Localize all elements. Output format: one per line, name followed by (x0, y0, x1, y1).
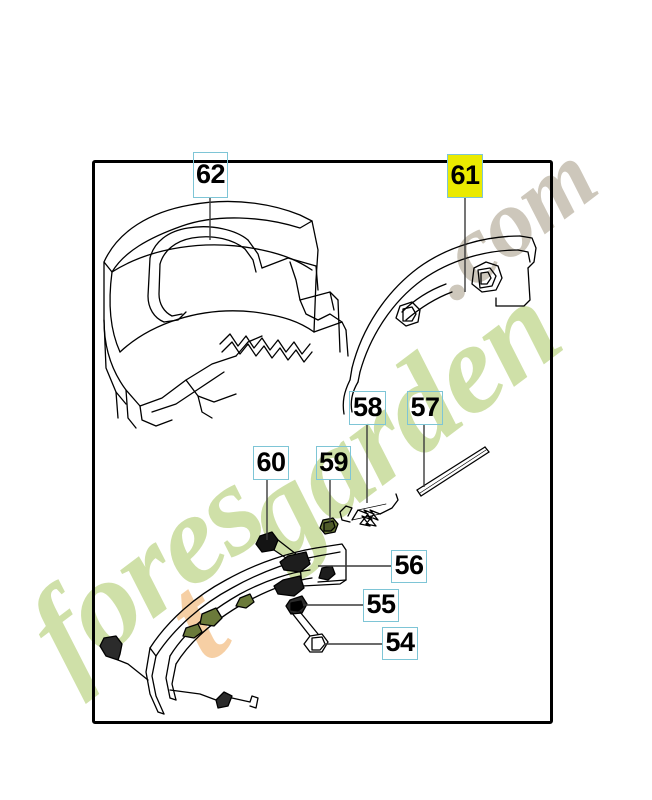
callout-label-62[interactable]: 62 (193, 152, 228, 198)
callout-58-number: 58 (352, 391, 383, 422)
callout-label-57[interactable]: 57 (407, 391, 443, 425)
callout-55-number: 55 (366, 589, 396, 619)
callout-label-54[interactable]: 54 (382, 627, 418, 660)
callout-60-number: 60 (256, 446, 286, 477)
callout-59-number: 59 (318, 446, 349, 477)
callout-label-60[interactable]: 60 (253, 446, 289, 480)
callout-label-59[interactable]: 59 (316, 446, 351, 480)
callout-61-number: 61 (450, 159, 480, 190)
callout-label-55[interactable]: 55 (363, 589, 399, 622)
diagram-frame (92, 160, 553, 724)
callout-54-number: 54 (385, 627, 415, 657)
callout-label-61[interactable]: 61 (447, 154, 483, 198)
callout-label-56[interactable]: 56 (391, 550, 427, 583)
callout-62-number: 62 (195, 158, 226, 189)
callout-label-58[interactable]: 58 (349, 391, 386, 425)
callout-57-number: 57 (410, 391, 440, 422)
callout-56-number: 56 (394, 550, 424, 580)
